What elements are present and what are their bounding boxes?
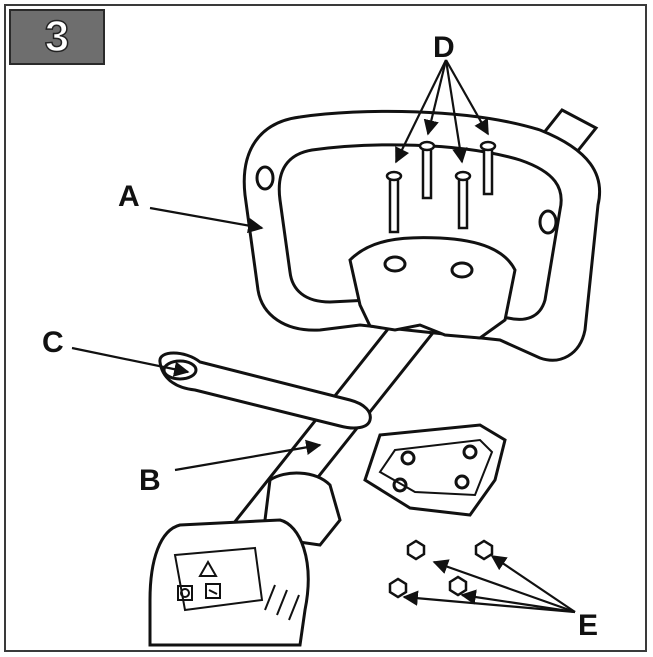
lock-icon bbox=[205, 583, 221, 599]
callout-label-c: C bbox=[42, 326, 64, 359]
callout-label-e: E bbox=[578, 609, 598, 642]
bolts bbox=[385, 140, 497, 234]
lower-clamp-bracket bbox=[363, 423, 507, 517]
step-number: 3 bbox=[44, 12, 70, 61]
warning-triangle-icon bbox=[198, 559, 218, 577]
callout-label-a: A bbox=[118, 180, 140, 213]
upper-clamp bbox=[348, 236, 517, 340]
step-number-badge: 3 bbox=[9, 9, 105, 65]
callout-label-b: B bbox=[139, 464, 161, 497]
nuts bbox=[388, 539, 494, 599]
callout-arrows bbox=[71, 59, 576, 614]
callout-label-d: D bbox=[433, 31, 455, 64]
power-icon bbox=[177, 585, 193, 601]
motor-housing bbox=[148, 471, 342, 647]
